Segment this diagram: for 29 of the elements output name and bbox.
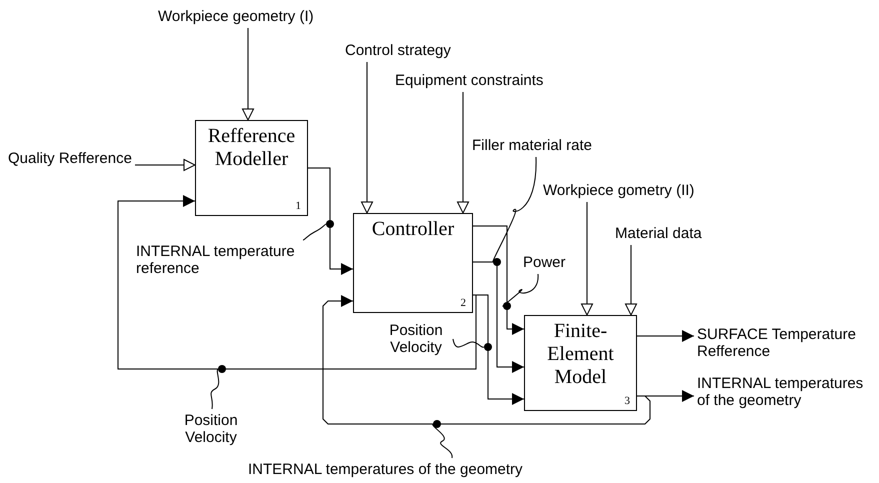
junction-dot: [484, 343, 492, 351]
flow-label: Position Velocity: [388, 322, 444, 356]
junction-dot: [433, 420, 441, 428]
box-number: 2: [460, 297, 466, 309]
flow-label: INTERNAL temperatures of the geometry: [248, 461, 523, 478]
process-box: [195, 120, 308, 216]
box-number: 1: [296, 200, 301, 212]
flow-label: Filler material rate: [472, 137, 592, 154]
process-title: Refference Modeller: [206, 124, 296, 171]
flow-label: Quality Refference: [8, 150, 132, 167]
process-title: Finite-Element Model: [546, 319, 615, 389]
junction-dot: [326, 220, 334, 228]
process-title: Controller: [370, 217, 456, 241]
junction-dot: [218, 365, 226, 373]
flow-label: Workpiece geometry (I): [158, 8, 314, 25]
flow-label: INTERNAL temperatures of the geometry: [697, 375, 864, 409]
junction-dot: [503, 302, 511, 310]
flow-label: SURFACE Temperature Refference: [697, 326, 857, 360]
junction-dot: [493, 258, 501, 266]
flow-label: Material data: [615, 225, 702, 242]
flow-label: INTERNAL temperature reference: [136, 243, 296, 277]
flow-label: Control strategy: [345, 42, 451, 59]
flow-label: Workpiece gometry (II): [543, 182, 694, 199]
box-number: 3: [624, 395, 630, 407]
flow-label: Equipment constraints: [395, 72, 544, 89]
flow-label: Power: [523, 254, 566, 271]
process-box: [524, 315, 637, 411]
flow-label: Position Velocity: [183, 412, 239, 446]
process-box: [353, 213, 473, 313]
